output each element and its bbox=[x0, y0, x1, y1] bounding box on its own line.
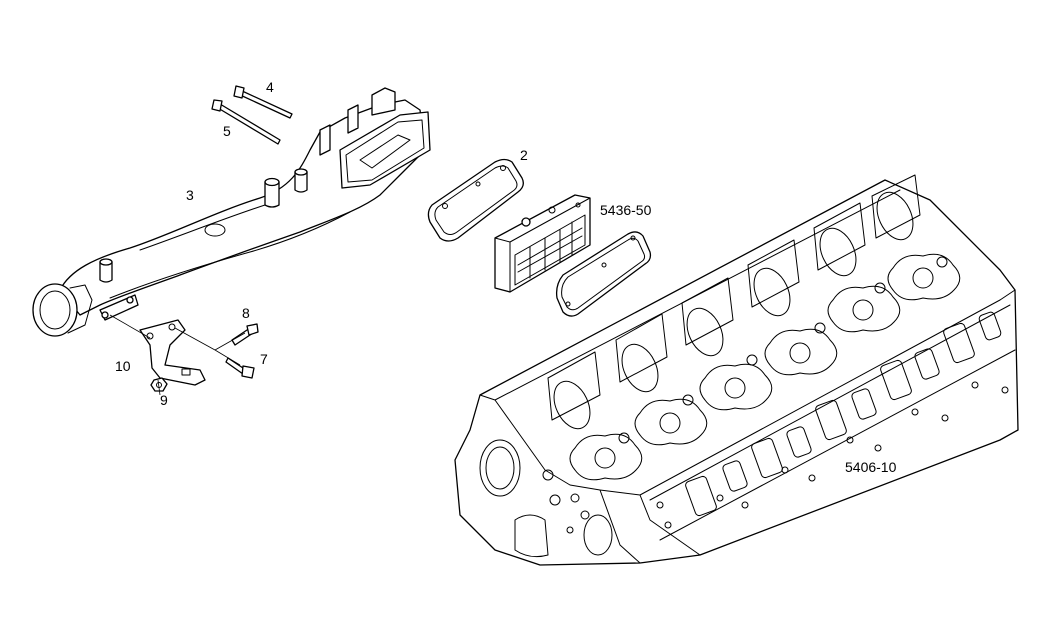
gasket-lower bbox=[555, 231, 652, 317]
callout-9: 9 bbox=[160, 392, 168, 408]
bolt-4 bbox=[233, 85, 293, 119]
gasket-2 bbox=[427, 158, 524, 242]
intake-manifold bbox=[32, 87, 431, 337]
bolt-8 bbox=[231, 323, 259, 346]
callout-10: 10 bbox=[115, 358, 131, 374]
callout-4: 4 bbox=[266, 79, 274, 95]
heater-element bbox=[494, 194, 591, 293]
callout-2: 2 bbox=[520, 147, 528, 163]
bolt-5 bbox=[211, 99, 281, 145]
callout-8: 8 bbox=[242, 305, 250, 321]
bracket-10 bbox=[139, 319, 206, 386]
callout-7: 7 bbox=[260, 351, 268, 367]
callout-3: 3 bbox=[186, 187, 194, 203]
cylinder-head bbox=[454, 174, 1019, 566]
bolt-7 bbox=[225, 357, 255, 379]
callout-5: 5 bbox=[223, 123, 231, 139]
callout-5406-10: 5406-10 bbox=[845, 459, 897, 475]
callout-5436-50: 5436-50 bbox=[600, 202, 652, 218]
